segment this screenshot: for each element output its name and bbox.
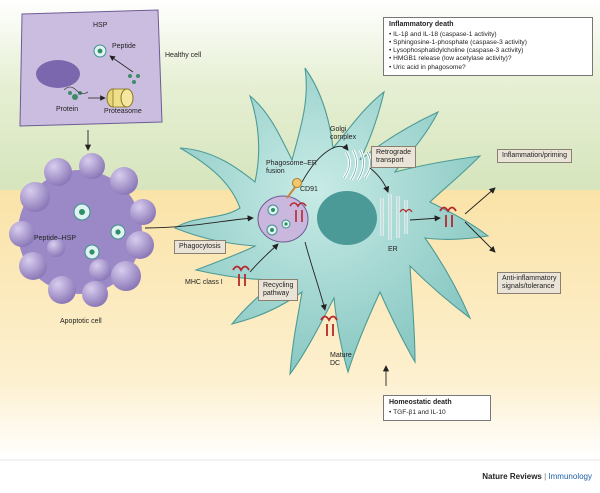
journal-name: Nature Reviews <box>482 472 542 481</box>
journal-credit: Nature Reviews | Immunology <box>482 472 592 481</box>
mhc-class-i-label: MHC class I <box>185 279 223 286</box>
inflammatory-death-item: HMGB1 release (low acetylase activity)? <box>389 55 587 63</box>
recycling-pathway-box: Recycling pathway <box>258 279 299 302</box>
cd91-label: CD91 <box>300 186 318 193</box>
inflammatory-death-item: IL-1β and IL-18 (caspase-1 activity) <box>389 31 587 39</box>
golgi-complex-label: Golgi complex <box>330 126 357 142</box>
homeostatic-death-item: TGF-β1 and IL-10 <box>389 409 485 417</box>
cd91-receptor <box>286 178 302 199</box>
healthy-cell-label: Healthy cell <box>165 52 202 59</box>
apoptotic-cell <box>9 153 156 307</box>
anti-inflammatory-box: Anti-inflammatory signals/tolerance <box>497 272 562 295</box>
phagosome <box>257 195 309 243</box>
phagocytosis-box: Phagocytosis <box>174 240 226 255</box>
inflammatory-death-box: Inflammatory death IL-1β and IL-18 (casp… <box>383 17 593 76</box>
protein-label: Protein <box>56 106 79 113</box>
homeostatic-death-box: Homeostatic death TGF-β1 and IL-10 <box>383 395 491 421</box>
mhc-class-i-molecules <box>232 206 457 336</box>
journal-section: Immunology <box>548 472 592 481</box>
phagosome-er-fusion-label: Phagosome–ER fusion <box>266 160 317 176</box>
healthy-cell <box>19 9 163 151</box>
peptide-hsp-label: Peptide–HSP <box>34 235 77 242</box>
proteasome-label: Proteasome <box>104 108 142 115</box>
apoptotic-cell-label: Apoptotic cell <box>60 318 102 325</box>
inflammatory-death-title: Inflammatory death <box>389 21 454 28</box>
er-label: ER <box>388 246 398 253</box>
hsp-label: HSP <box>93 22 108 29</box>
inflammatory-death-item: Sphingosine-1-phosphate (caspase-3 activ… <box>389 39 587 47</box>
mature-dc-label: Mature DC <box>330 352 352 368</box>
nucleus <box>317 191 377 245</box>
retrograde-transport-box: Retrograde transport <box>371 146 417 169</box>
flow-arrows <box>144 143 496 311</box>
credit-separator: | <box>544 472 547 481</box>
inflammatory-death-item: Lysophosphatidylcholine (caspase-3 activ… <box>389 47 587 55</box>
inflammation-priming-box: Inflammation/priming <box>497 149 572 164</box>
inflammatory-death-item: Uric acid in phagosome? <box>389 64 587 72</box>
peptide-label: Peptide <box>112 43 136 50</box>
homeostatic-death-title: Homeostatic death <box>389 399 452 406</box>
